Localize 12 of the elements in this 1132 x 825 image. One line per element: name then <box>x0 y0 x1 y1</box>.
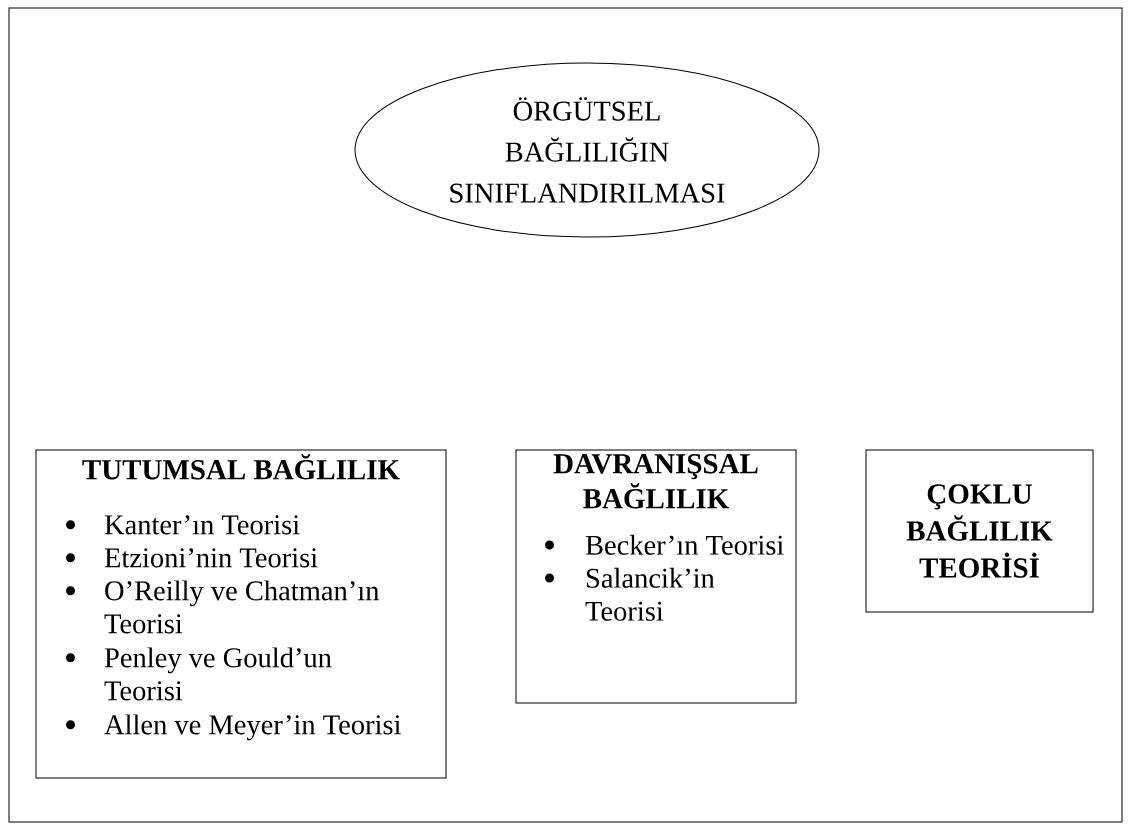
list-item: O’Reilly ve Chatman’ın Teorisi <box>104 580 379 634</box>
category-box <box>515 449 797 704</box>
list-item: Kanter’ın Teorisi <box>104 515 300 535</box>
category-box <box>35 449 447 779</box>
heading: TUTUMSAL BAĞLILIK <box>82 454 400 480</box>
list-item: Etzioni’nin Teorisi <box>104 548 318 568</box>
list-item: Becker’ın Teorisi <box>585 534 784 555</box>
list-item: Allen ve Meyer’in Teorisi <box>104 714 401 741</box>
category-box: ÇOKLU BAĞLILIK TEORİSİ <box>865 449 1094 613</box>
heading: DAVRANIŞSAL BAĞLILIK <box>553 454 758 509</box>
list-item: Salancik’in Teorisi <box>585 567 715 621</box>
list-item: Penley ve Gould’un Teorisi <box>104 647 332 701</box>
